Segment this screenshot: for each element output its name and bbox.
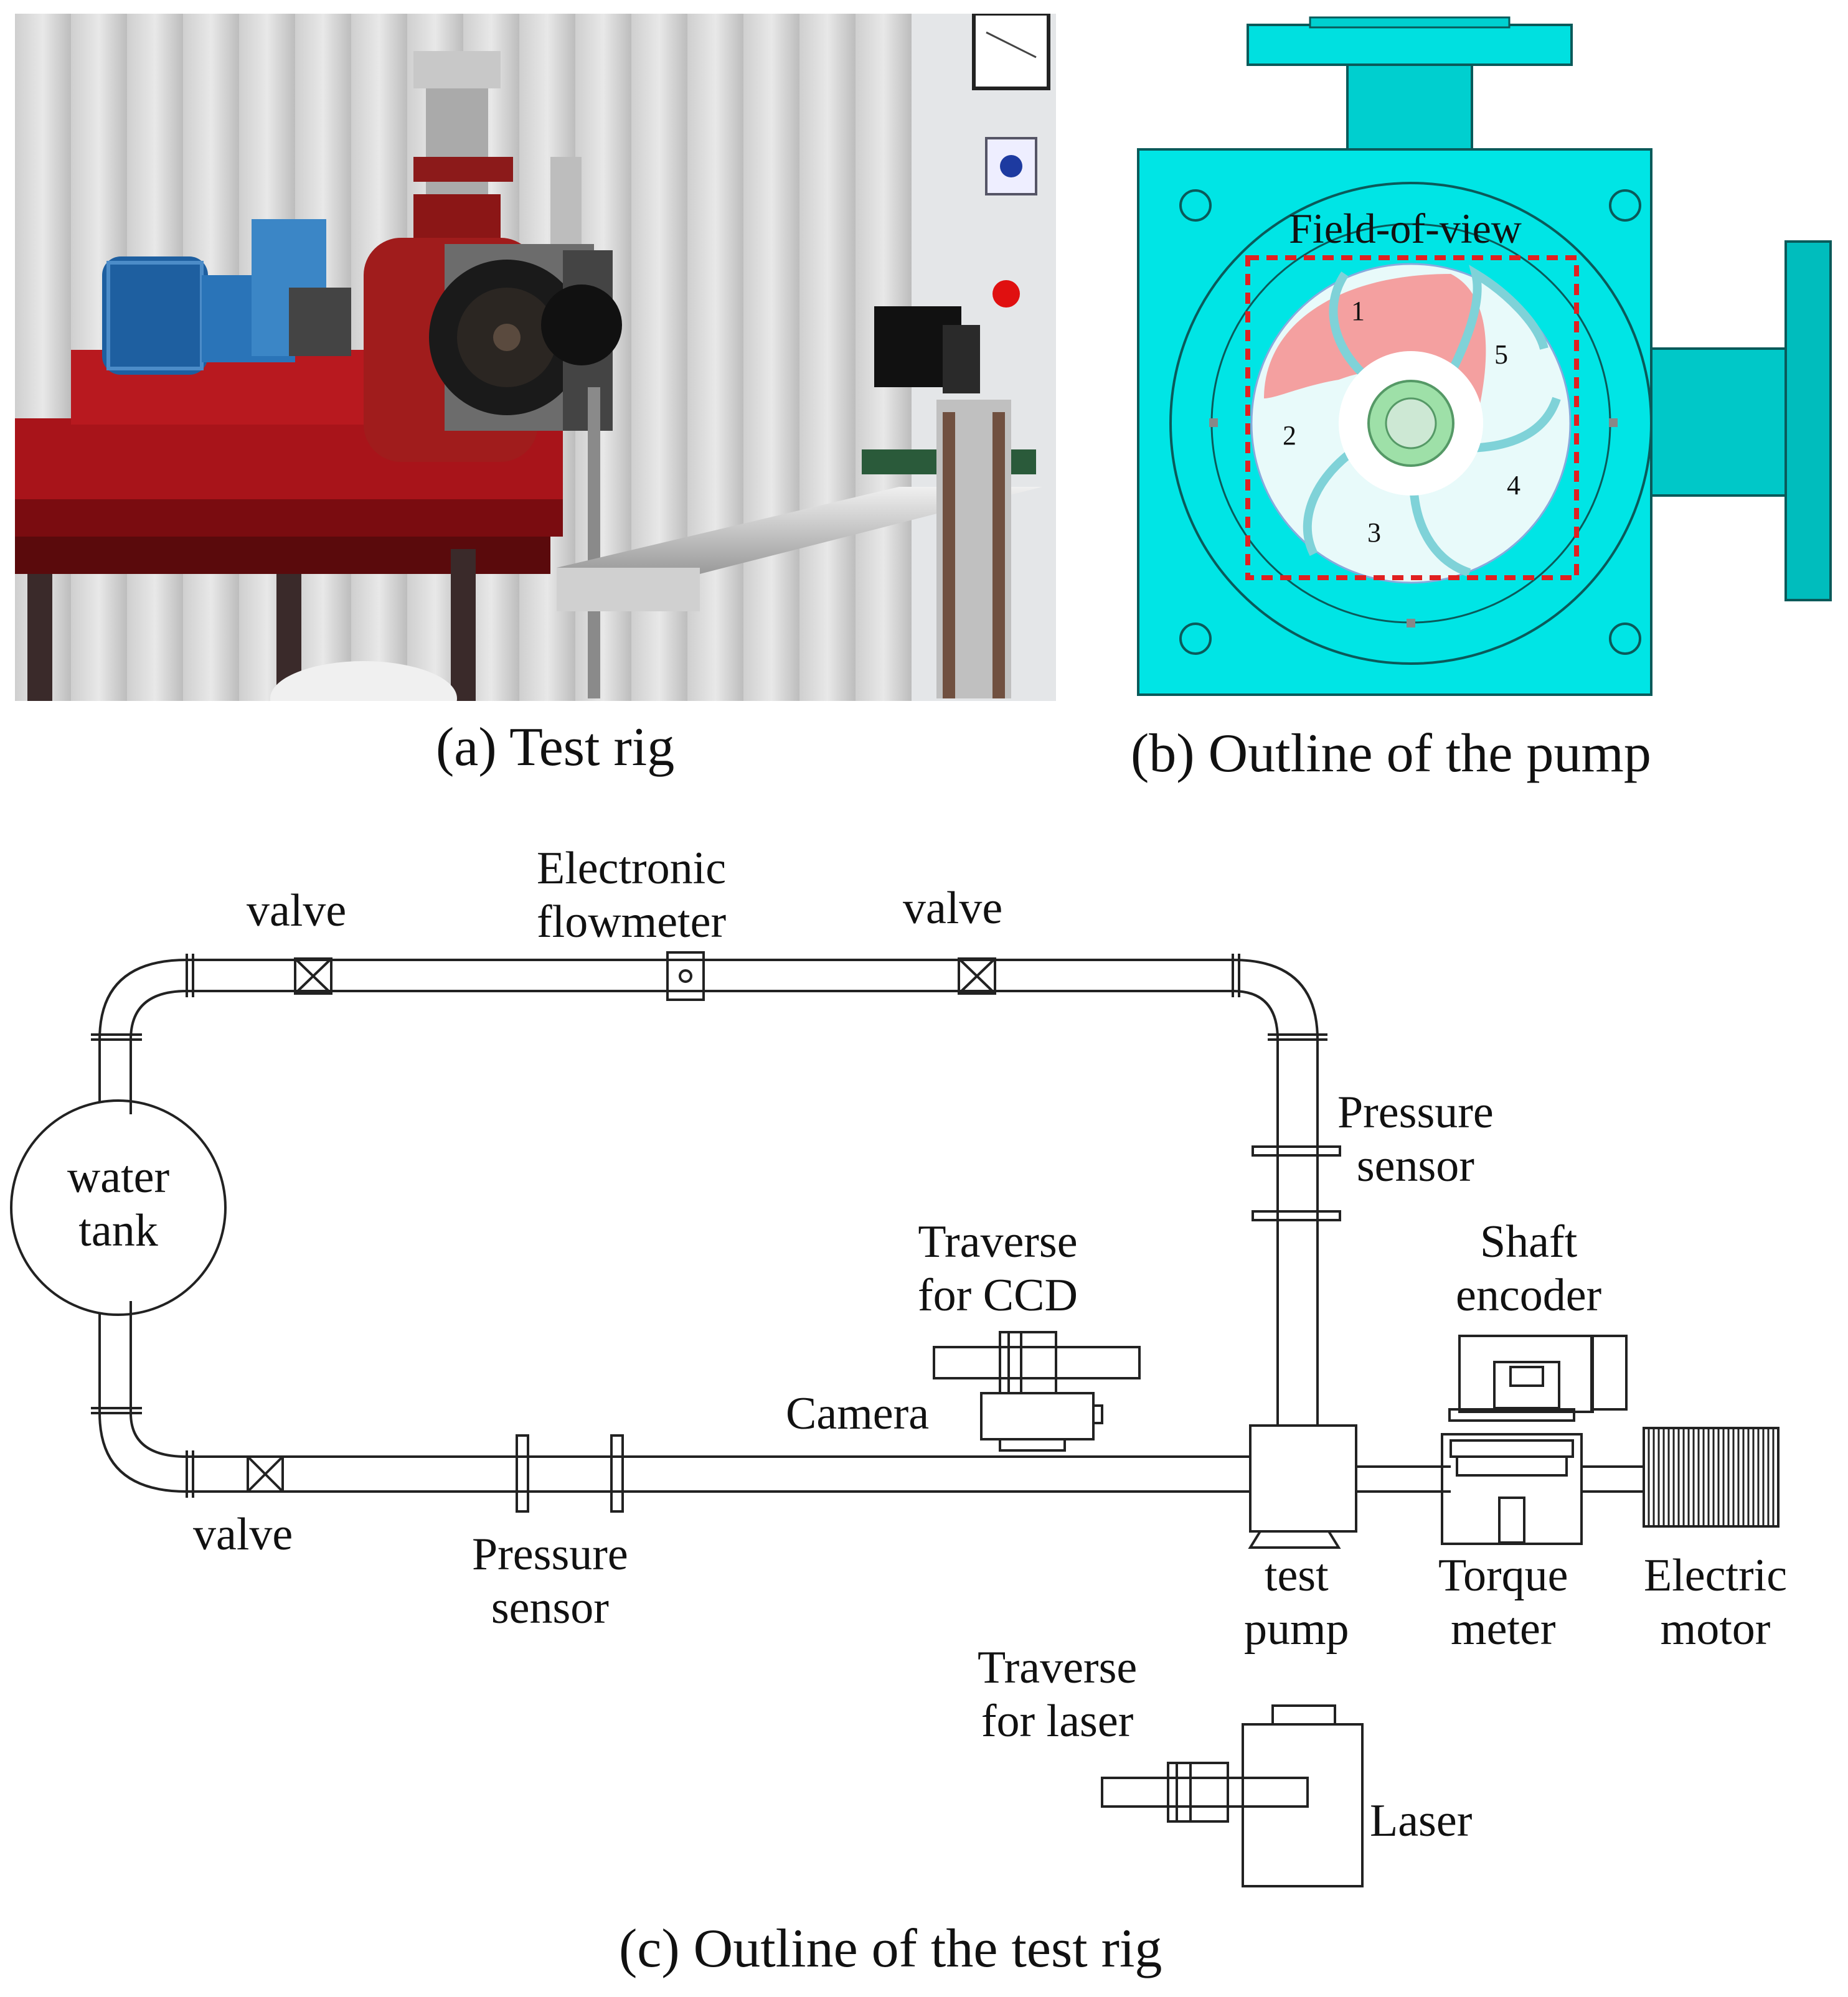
label-traverse-ccd: Traverse for CCD — [918, 1215, 1078, 1322]
label-water-tank-line2: tank — [78, 1205, 158, 1256]
valve-top-right — [958, 957, 996, 995]
label-pressure-sensor-bottom: Pressure sensor — [472, 1528, 628, 1635]
torque-meter-symbol — [1441, 1433, 1644, 1545]
label-valve-bottom: valve — [193, 1509, 293, 1560]
outlet-neck — [1346, 63, 1473, 151]
label-pressure-sensor-right: Pressure sensor — [1337, 1086, 1494, 1193]
passage-label-5: 5 — [1494, 339, 1508, 370]
label-water-tank: water tank — [45, 1150, 192, 1257]
camera-symbol — [980, 1392, 1103, 1452]
label-flowmeter-line1: Electronic — [537, 843, 727, 894]
label-traverse-laser-line1: Traverse — [978, 1642, 1138, 1693]
label-motor-line2: motor — [1660, 1604, 1771, 1655]
pipe-bottom — [187, 1455, 1250, 1493]
label-pressure-bottom-line2: sensor — [491, 1582, 609, 1633]
label-shaft-encoder: Shaft encoder — [1456, 1215, 1601, 1322]
label-laser: Laser — [1370, 1795, 1473, 1846]
label-pressure-bottom-line1: Pressure — [472, 1529, 628, 1580]
shaft-encoder-symbol — [1448, 1335, 1628, 1422]
label-flowmeter: Electronic flowmeter — [537, 842, 726, 949]
label-motor-line1: Electric — [1644, 1550, 1788, 1601]
rig-schematic — [10, 951, 1780, 1887]
electric-motor-symbol — [1643, 1427, 1780, 1528]
label-water-tank-line1: water — [67, 1152, 170, 1203]
aluminum-rail — [557, 487, 1042, 574]
field-of-view-box — [1245, 255, 1579, 580]
label-electric-motor: Electric motor — [1644, 1549, 1787, 1656]
pipe-left-lower — [98, 1301, 132, 1413]
inlet-pipe — [1650, 347, 1787, 497]
pressure-sensor-right — [1252, 1145, 1341, 1221]
laser-traverse-symbol — [1101, 1762, 1309, 1823]
water-tank-symbol — [10, 1099, 227, 1316]
label-torque-meter: Torque meter — [1438, 1549, 1568, 1656]
inlet-flange — [1784, 240, 1832, 601]
test-pump-symbol — [1248, 1424, 1451, 1549]
passage-label-2: 2 — [1283, 420, 1296, 451]
outlet-flange — [1247, 24, 1573, 66]
label-pressure-right-line2: sensor — [1356, 1140, 1474, 1191]
label-shaft-encoder-line2: encoder — [1456, 1270, 1602, 1321]
passage-1 — [1264, 274, 1486, 423]
label-traverse-laser: Traverse for laser — [978, 1641, 1137, 1748]
blue-motor — [102, 219, 351, 375]
field-of-view-label: Field-of-view — [1289, 205, 1522, 252]
label-valve-top-left: valve — [247, 885, 347, 936]
label-pressure-right-line1: Pressure — [1337, 1087, 1494, 1138]
label-test-pump-line1: test — [1264, 1550, 1329, 1601]
red-button — [992, 280, 1020, 308]
valve-top-left — [294, 957, 332, 995]
caption-b: (b) Outline of the pump — [1131, 723, 1651, 784]
caption-a: (a) Test rig — [436, 717, 675, 778]
label-test-pump: test pump — [1244, 1549, 1349, 1656]
sensor — [550, 157, 582, 244]
passage-label-4: 4 — [1507, 470, 1520, 500]
label-shaft-encoder-line1: Shaft — [1479, 1216, 1578, 1267]
foreground-object — [270, 661, 457, 701]
label-torque-line1: Torque — [1438, 1550, 1568, 1601]
label-camera: Camera — [786, 1388, 930, 1439]
pipe-top — [187, 959, 1233, 992]
pump-window — [429, 244, 622, 431]
pipe-right — [1276, 1040, 1319, 1426]
flowmeter-symbol — [666, 951, 705, 1001]
elbow-bottom-left — [98, 1412, 187, 1493]
riser-pipe — [588, 387, 600, 698]
passage-label-1: 1 — [1351, 296, 1365, 326]
label-valve-top-right: valve — [903, 883, 1003, 934]
label-traverse-ccd-line2: for CCD — [918, 1270, 1078, 1321]
ccd-traverse-symbol — [933, 1331, 1141, 1394]
elbow-top-left — [98, 959, 187, 1040]
elbow-top-right — [1232, 959, 1319, 1040]
laser-symbol — [1242, 1704, 1364, 1887]
label-torque-line2: meter — [1451, 1604, 1556, 1655]
label-test-pump-line2: pump — [1244, 1604, 1349, 1655]
label-traverse-laser-line2: for laser — [981, 1696, 1134, 1747]
test-rig-photo — [15, 14, 1056, 701]
pump-outline: Field-of-view 1 2 3 4 5 — [1137, 16, 1832, 696]
label-flowmeter-line2: flowmeter — [537, 896, 727, 947]
camera-traverse — [862, 306, 1036, 698]
pipe-left-upper — [98, 1040, 132, 1114]
passage-label-3: 3 — [1367, 517, 1381, 548]
label-traverse-ccd-line1: Traverse — [918, 1216, 1078, 1267]
wall-chart — [972, 14, 1050, 90]
caption-c: (c) Outline of the test rig — [619, 1919, 1162, 1979]
pressure-sensor-bottom — [516, 1434, 624, 1513]
valve-bottom — [247, 1455, 284, 1493]
